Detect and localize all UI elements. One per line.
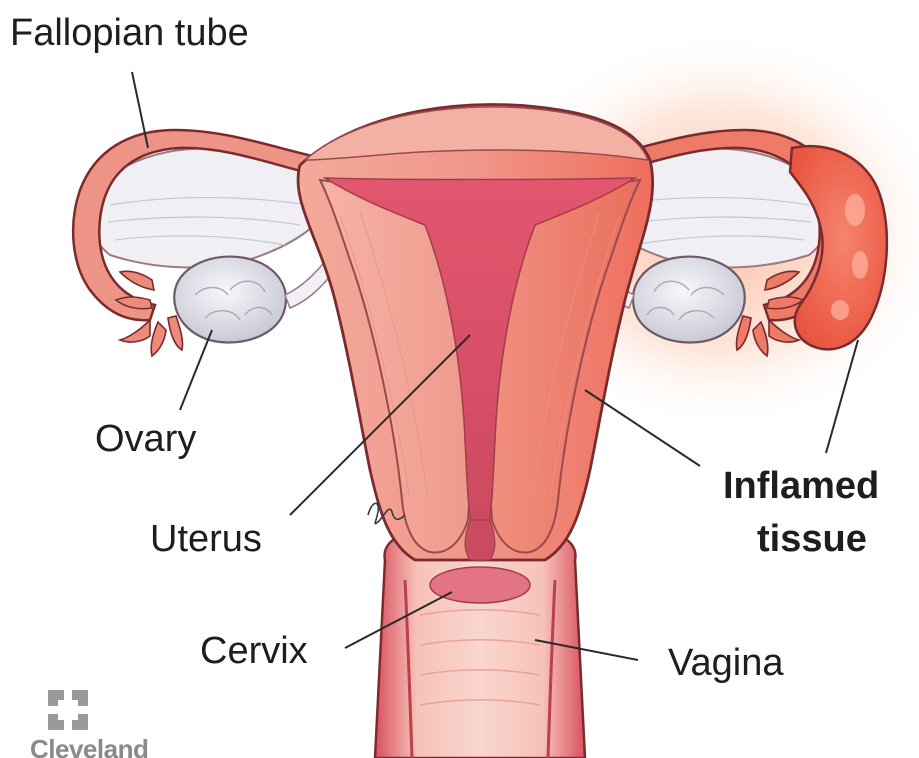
leader-ovary [180,330,212,410]
label-inflamed-tissue-line2: tissue [757,520,867,560]
cleveland-clinic-logo-icon [48,690,88,730]
label-cervix: Cervix [200,632,308,672]
label-fallopian-tube: Fallopian tube [10,14,249,54]
cervical-canal [465,520,495,560]
cleveland-clinic-logo: Cleveland [28,690,158,758]
logo-text: Cleveland [30,734,148,758]
cervix-os [430,567,530,603]
right-ovary [633,257,745,343]
label-inflamed-tissue-line1: Inflamed [723,467,879,507]
label-ovary: Ovary [95,420,196,460]
left-ovary [174,257,286,343]
label-vagina: Vagina [668,644,784,684]
label-uterus: Uterus [150,520,262,560]
